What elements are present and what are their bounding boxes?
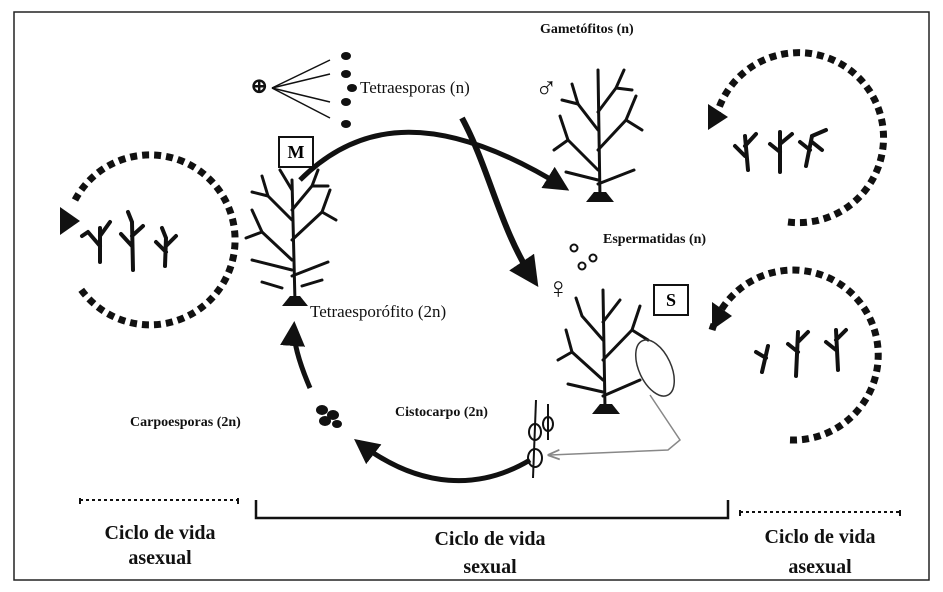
tetrasporophyte-base xyxy=(282,296,308,306)
m-box: M xyxy=(278,136,314,168)
male-symbol: ♂ xyxy=(535,74,558,104)
center-bracket xyxy=(256,500,728,518)
magnifier-pointer xyxy=(550,395,680,455)
s-box: S xyxy=(653,284,689,316)
bottom-right-asexual-cycle xyxy=(712,270,878,440)
tetrasporophyte-plant xyxy=(246,170,336,302)
tetraesporas-label: Tetraesporas (n) xyxy=(360,78,470,98)
top-right-cycle-plantlets xyxy=(735,130,826,172)
left-cycle-arrowhead xyxy=(60,207,80,235)
female-symbol: ♀ xyxy=(547,274,570,304)
magnifier-ellipse xyxy=(628,334,682,402)
female-gametophyte-plant xyxy=(558,290,648,408)
tetraesporofito-label: Tetraesporófito (2n) xyxy=(310,302,446,322)
bottom-right-cycle-plantlets xyxy=(756,330,846,376)
left-asexual-line2: asexual xyxy=(70,547,250,570)
left-cycle-plantlets xyxy=(82,212,176,270)
carpospores xyxy=(316,405,342,428)
cistocarpo-label: Cistocarpo (2n) xyxy=(395,405,488,421)
carpoesporas-label: Carpoesporas (2n) xyxy=(130,415,241,431)
right-asexual-line2: asexual xyxy=(730,556,910,579)
female-gametophyte-base xyxy=(592,404,620,414)
top-right-asexual-cycle xyxy=(708,53,884,223)
arrow-m-to-female xyxy=(462,118,535,282)
spermatia xyxy=(571,245,597,270)
arrow-carpoesporas-to-tetrasporophyte xyxy=(294,326,310,388)
outer-frame xyxy=(14,12,929,580)
tetraspore-branches xyxy=(272,60,330,118)
center-sexual-line2: sexual xyxy=(400,556,580,579)
male-gametophyte-base xyxy=(586,192,614,202)
gametofitos-label: Gametófitos (n) xyxy=(540,22,634,38)
top-right-cycle-arrowhead xyxy=(708,104,728,130)
cystocarp-drawing xyxy=(528,400,553,478)
left-asexual-cycle xyxy=(60,155,235,325)
plus-symbol: ⊕ xyxy=(250,73,268,99)
tetraspore-dots xyxy=(341,52,357,128)
arrow-cistocarpo-to-carpoesporas xyxy=(358,442,530,481)
espermatidas-label: Espermatidas (n) xyxy=(603,232,706,248)
left-asexual-line1: Ciclo de vida xyxy=(70,522,250,545)
arrow-m-to-gametophyte xyxy=(300,132,565,188)
center-sexual-line1: Ciclo de vida xyxy=(400,528,580,551)
male-gametophyte-plant xyxy=(554,70,642,198)
right-asexual-line1: Ciclo de vida xyxy=(730,526,910,549)
bottom-brackets xyxy=(80,498,900,518)
